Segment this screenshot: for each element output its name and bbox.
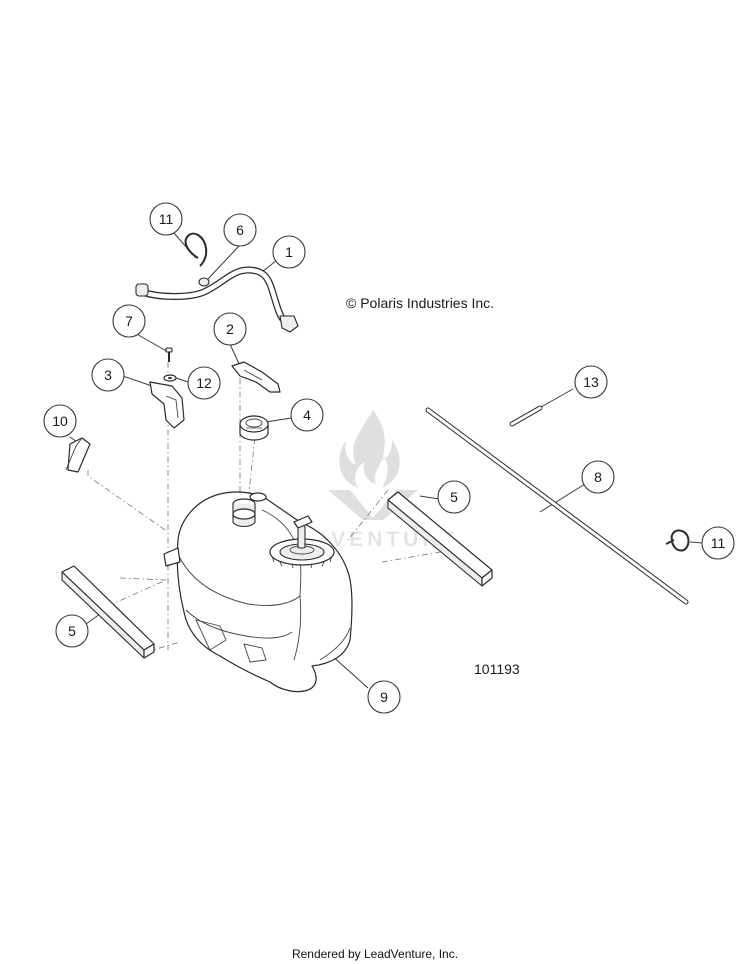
svg-text:1: 1 [285,244,293,260]
callout-3: 3 [91,358,125,392]
foam-pad-right [387,491,493,587]
svg-text:4: 4 [303,407,311,423]
washer [163,374,177,382]
render-credit: Rendered by LeadVenture, Inc. [291,947,459,961]
svg-text:6: 6 [236,222,244,238]
callout-5-right: 5 [437,480,471,514]
callout-10: 10 [43,404,77,438]
svg-text:11: 11 [159,211,174,227]
callout-7: 7 [112,304,146,338]
svg-text:13: 13 [583,374,599,390]
svg-text:12: 12 [196,375,212,391]
callout-1: 1 [272,235,306,269]
svg-text:8: 8 [594,469,602,485]
svg-text:7: 7 [125,313,133,329]
callout-4: 4 [290,398,324,432]
svg-text:2: 2 [226,321,234,337]
callout-8: 8 [581,460,615,494]
hose-clamp-top [184,232,208,267]
hose-clamp-right [665,529,690,552]
svg-text:9: 9 [380,689,388,705]
callout-2: 2 [213,312,247,346]
callout-5-left: 5 [55,614,89,648]
vent-fitting [198,277,210,287]
foam-pad-small [65,437,91,473]
fuel-tank [163,491,353,693]
callout-13: 13 [574,365,608,399]
callout-9: 9 [367,680,401,714]
fuel-line-sleeve [509,405,543,427]
figure-number: 101193 [474,661,520,677]
fuel-cap [239,415,269,441]
svg-text:11: 11 [711,535,726,551]
foam-pad-left [61,565,155,659]
copyright-notice: © Polaris Industries Inc. [346,295,495,311]
svg-text:3: 3 [104,367,112,383]
svg-text:5: 5 [68,623,76,639]
callout-6: 6 [223,213,257,247]
svg-text:10: 10 [52,413,68,429]
callout-12: 12 [187,366,221,400]
callout-11-right: 11 [701,526,735,560]
mounting-bracket [149,381,185,429]
svg-text:5: 5 [450,489,458,505]
vent-hose [135,266,299,333]
callout-11-top: 11 [149,202,183,236]
tank-strap-bracket [231,361,281,393]
fuel-tank-rod [425,407,689,605]
screw [165,347,173,362]
